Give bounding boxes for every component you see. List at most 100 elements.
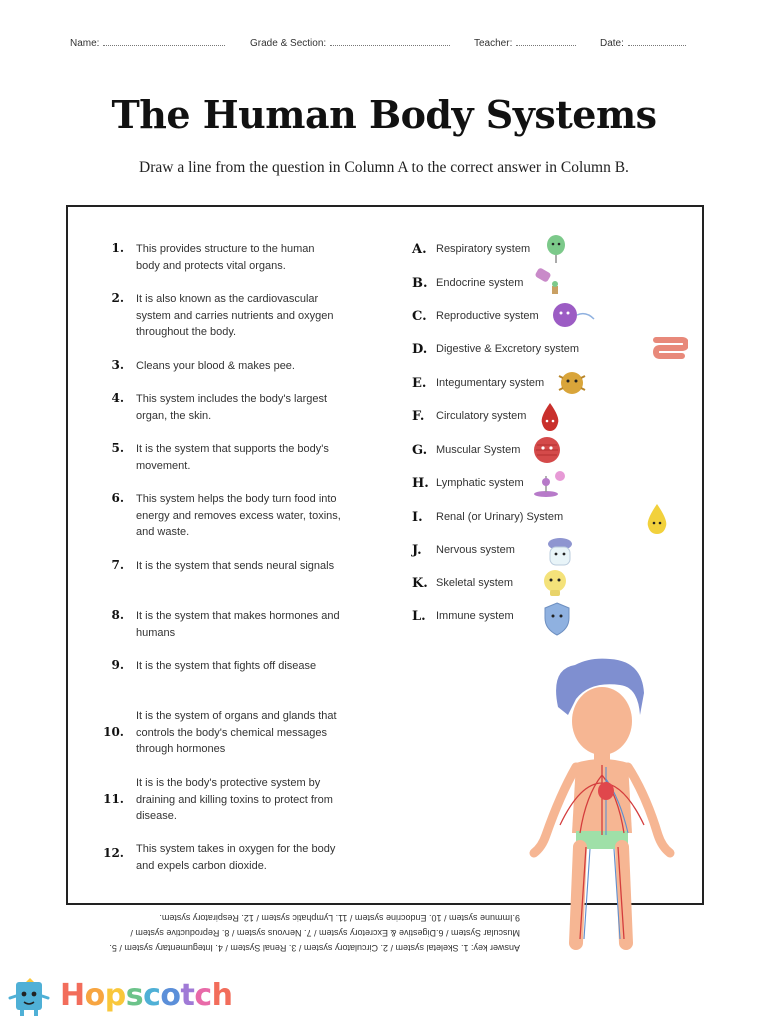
teacher-label: Teacher: <box>474 38 513 49</box>
question-text: This provides structure to the human bod… <box>136 243 315 272</box>
date-blank[interactable] <box>627 36 686 46</box>
name-blank[interactable] <box>103 36 226 46</box>
question-number: 5. <box>111 441 124 455</box>
answer-item: J. Nervous system <box>412 538 702 571</box>
answer-letter: E. <box>412 376 427 391</box>
answer-item: E. Integumentary system <box>412 372 702 404</box>
answer-text: Nervous system <box>436 544 515 556</box>
logo-wordmark: Hopscotch <box>60 978 233 1013</box>
answer-letter: D. <box>412 342 428 357</box>
date-label: Date: <box>600 38 624 49</box>
answer-item: C. Reproductive system <box>412 303 702 337</box>
name-field[interactable]: Name: <box>70 36 226 49</box>
answer-key-line: Muscular System / 6.Digestive & Excretor… <box>130 928 520 938</box>
instructions: Draw a line from the question in Column … <box>139 159 629 176</box>
intestine-icon <box>652 337 688 359</box>
logo-letter: o <box>84 978 106 1013</box>
logo-letter: o <box>160 978 181 1013</box>
answer-letter: K. <box>412 576 428 591</box>
page-title: The Human Body Systems <box>111 92 657 137</box>
answer-item: H. Lymphatic system <box>412 471 702 504</box>
grade-label: Grade & Section: <box>250 38 327 49</box>
answer-text: Lymphatic system <box>436 477 524 489</box>
question-text: This system takes in oxygen for the body… <box>136 843 336 872</box>
logo-letter: H <box>60 978 85 1013</box>
question-text: This system includes the body's largest … <box>136 393 328 422</box>
answer-letter: B. <box>412 276 428 291</box>
answer-text: Endocrine system <box>436 277 524 289</box>
question-number: 11. <box>103 792 124 806</box>
logo-letter: h <box>211 978 233 1013</box>
question-text: It is the system of organs and glands th… <box>136 710 337 755</box>
cell-icon <box>553 303 595 327</box>
question-item: 2. It is also known as the cardiovascular… <box>68 291 368 351</box>
answer-item: G. Muscular System <box>412 437 702 471</box>
question-item: 12. This system takes in oxygen for the b… <box>68 841 368 901</box>
question-number: 3. <box>111 358 124 372</box>
logo-letter: t <box>180 978 195 1013</box>
question-text: It is the system that sends neural signa… <box>136 560 335 572</box>
answer-text: Immune system <box>436 610 514 622</box>
grade-blank[interactable] <box>330 36 451 46</box>
hopscotch-logo: Hopscotch <box>8 976 233 1020</box>
bone-icon <box>544 570 566 596</box>
question-number: 12. <box>103 846 124 860</box>
answer-letter: H. <box>412 476 429 491</box>
urine-drop-icon <box>647 504 667 534</box>
answer-letter: J. <box>412 543 422 558</box>
grade-section-field[interactable]: Grade & Section: <box>250 36 451 49</box>
answer-item: F.Circulatory system <box>412 403 702 437</box>
question-item: 9.It is the system that fights off disea… <box>68 658 368 718</box>
question-text: It is the system that supports the body'… <box>136 443 329 472</box>
question-number: 8. <box>111 608 124 622</box>
question-number: 7. <box>111 558 124 572</box>
answer-text: Integumentary system <box>436 377 545 389</box>
answer-letter: C. <box>412 309 427 324</box>
muscle-icon <box>534 437 560 463</box>
date-field[interactable]: Date: <box>600 36 686 49</box>
shield-icon <box>544 602 570 636</box>
answer-text: Reproductive system <box>436 310 539 322</box>
question-text: It is is the body's protective system by… <box>136 777 333 822</box>
logo-letter: p <box>104 978 126 1013</box>
worksheet-box: 1. This provides structure to the human b… <box>66 205 704 905</box>
question-item: 11. It is is the body's protective system… <box>68 775 368 835</box>
question-number: 1. <box>111 241 124 255</box>
answer-text: Renal (or Urinary) System <box>436 511 564 523</box>
question-item: 7. It is the system that sends neural sig… <box>68 558 368 618</box>
question-item: 3. Cleans your blood & makes pee. <box>68 358 368 418</box>
teacher-blank[interactable] <box>516 36 577 46</box>
answer-item: K.Skeletal system <box>412 570 702 604</box>
logo-mascot-icon <box>8 978 50 1016</box>
question-item: 1. This provides structure to the human b… <box>68 241 368 301</box>
question-item: 10. It is the system of organs and glands… <box>68 708 368 768</box>
question-number: 9. <box>111 658 124 672</box>
question-text: This system helps the body turn food int… <box>136 493 341 538</box>
blood-drop-icon <box>541 403 559 431</box>
answer-item: L.Immune system <box>412 602 702 637</box>
question-number: 2. <box>111 291 124 305</box>
answer-letter: A. <box>412 242 427 257</box>
answer-item: B. Endocrine system <box>412 268 702 304</box>
logo-letter: c <box>194 978 212 1013</box>
question-text: Cleans your blood & makes pee. <box>136 360 295 372</box>
answer-text: Digestive & Excretory system <box>436 343 580 355</box>
question-number: 6. <box>111 491 124 505</box>
answer-item: I.Renal (or Urinary) System <box>412 504 702 538</box>
answer-letter: G. <box>412 443 428 458</box>
question-number: 10. <box>103 725 124 739</box>
lymph-icon <box>534 471 565 497</box>
answer-text: Muscular System <box>436 444 521 456</box>
answer-key-line: Answer key: 1. Skeletal system / 2. Circ… <box>109 943 520 953</box>
question-number: 4. <box>111 391 124 405</box>
answer-item: D. Digestive & Excretory system <box>412 337 702 370</box>
question-text: It is also known as the cardiovascular s… <box>136 293 334 338</box>
answer-text: Respiratory system <box>436 243 531 255</box>
logo-letter: c <box>143 978 161 1013</box>
balloon-icon <box>547 235 565 263</box>
teacher-field[interactable]: Teacher: <box>474 36 577 49</box>
question-item: 8.It is the system that makes hormones a… <box>68 608 368 668</box>
answer-item: A. Respiratory system <box>412 235 702 270</box>
answer-key-upside-down: Answer key: 1. Skeletal system / 2. Circ… <box>80 910 520 955</box>
answer-key-line: 9.Immune system / 10. Endocrine system /… <box>159 913 520 923</box>
